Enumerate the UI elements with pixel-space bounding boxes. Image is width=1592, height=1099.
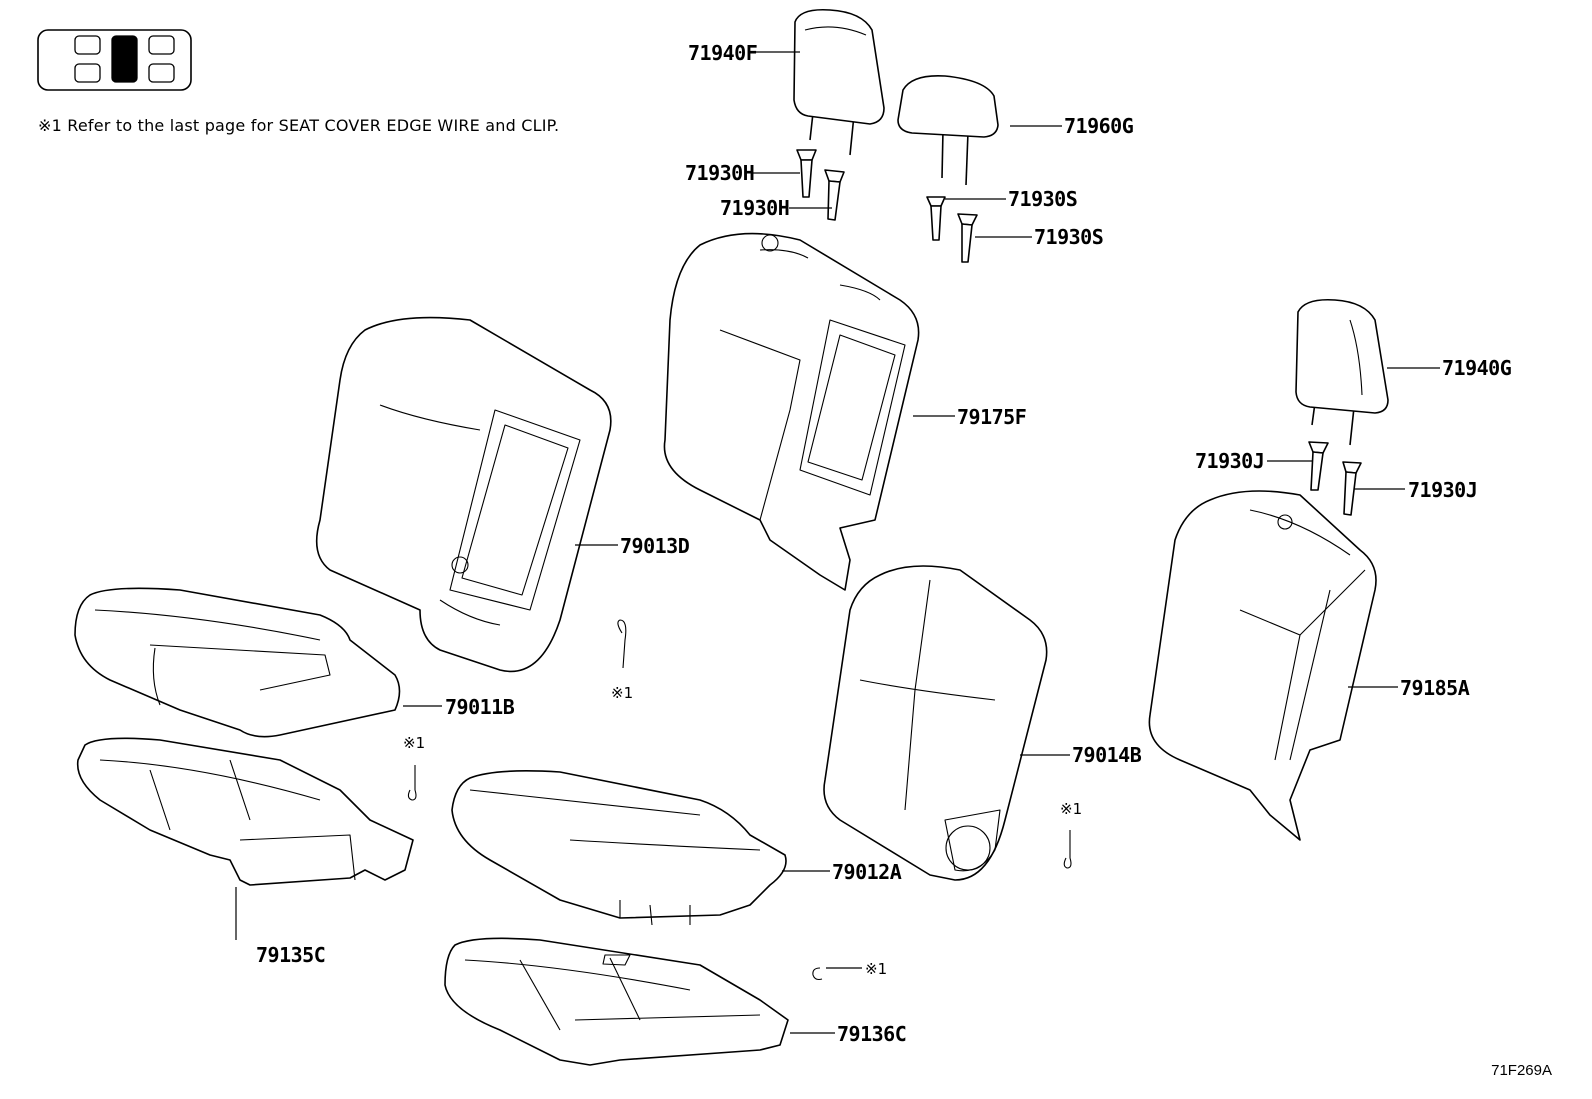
label-71930J-b[interactable]: 71930J — [1408, 478, 1478, 502]
guide-71930H-a-drawing — [796, 149, 817, 198]
label-71940F[interactable]: 71940F — [688, 41, 758, 65]
guide-71930S-a-drawing — [926, 196, 946, 241]
clip-4-drawing — [812, 967, 823, 981]
label-79185A[interactable]: 79185A — [1400, 676, 1470, 700]
seat-cushion-pad-79135C-drawing — [76, 737, 414, 886]
seatback-79013D-drawing — [315, 316, 612, 673]
seat-cushion-79011B-drawing — [74, 587, 401, 738]
seat-cushion-79012A-drawing — [451, 770, 787, 926]
leader-lines — [235, 51, 1440, 1034]
clip-callouts: ※1 ※1 ※1 ※1 — [403, 684, 1082, 978]
seatback-cover-79185A-drawing — [1148, 490, 1377, 841]
guide-71930H-b-drawing — [824, 169, 845, 221]
clip-2-drawing — [407, 765, 417, 801]
label-71930H-b[interactable]: 71930H — [720, 196, 790, 220]
headrest-71940G-drawing — [1295, 298, 1389, 446]
label-79014B[interactable]: 79014B — [1072, 743, 1142, 767]
label-71930H-a[interactable]: 71930H — [685, 161, 755, 185]
headrest-71940F-drawing — [793, 8, 885, 156]
seatback-cover-79175F-drawing — [663, 232, 920, 591]
headrest-71960G-drawing — [897, 74, 999, 186]
label-71930S-b[interactable]: 71930S — [1034, 225, 1104, 249]
guide-71930S-b-drawing — [957, 213, 978, 263]
callout-clip-1: ※1 — [611, 684, 633, 702]
label-79136C[interactable]: 79136C — [837, 1022, 907, 1046]
label-79013D[interactable]: 79013D — [620, 534, 690, 558]
label-71930S-a[interactable]: 71930S — [1008, 187, 1078, 211]
guide-71930J-b-drawing — [1342, 461, 1362, 516]
part-labels: 71940F 71960G 71930H 71930H 71930S 71930… — [256, 41, 1512, 1046]
label-79175F[interactable]: 79175F — [957, 405, 1027, 429]
guide-71930J-a-drawing — [1308, 441, 1329, 491]
callout-clip-4: ※1 — [865, 960, 887, 978]
callout-clip-3: ※1 — [1060, 800, 1082, 818]
label-71940G[interactable]: 71940G — [1442, 356, 1512, 380]
clip-1-drawing — [617, 619, 627, 669]
label-79135C[interactable]: 79135C — [256, 943, 326, 967]
label-71960G[interactable]: 71960G — [1064, 114, 1134, 138]
label-71930J-a[interactable]: 71930J — [1195, 449, 1265, 473]
seatback-79014B-drawing — [823, 565, 1048, 881]
callout-clip-2: ※1 — [403, 734, 425, 752]
reference-note: ※1 Refer to the last page for SEAT COVER… — [38, 116, 560, 135]
label-79012A[interactable]: 79012A — [832, 860, 902, 884]
seat-cushion-pad-79136C-drawing — [444, 937, 789, 1066]
clip-3-drawing — [1063, 830, 1072, 869]
label-79011B[interactable]: 79011B — [445, 695, 515, 719]
diagram-reference-code: 71F269A — [1491, 1062, 1552, 1079]
seat-position-indicator — [37, 29, 192, 91]
